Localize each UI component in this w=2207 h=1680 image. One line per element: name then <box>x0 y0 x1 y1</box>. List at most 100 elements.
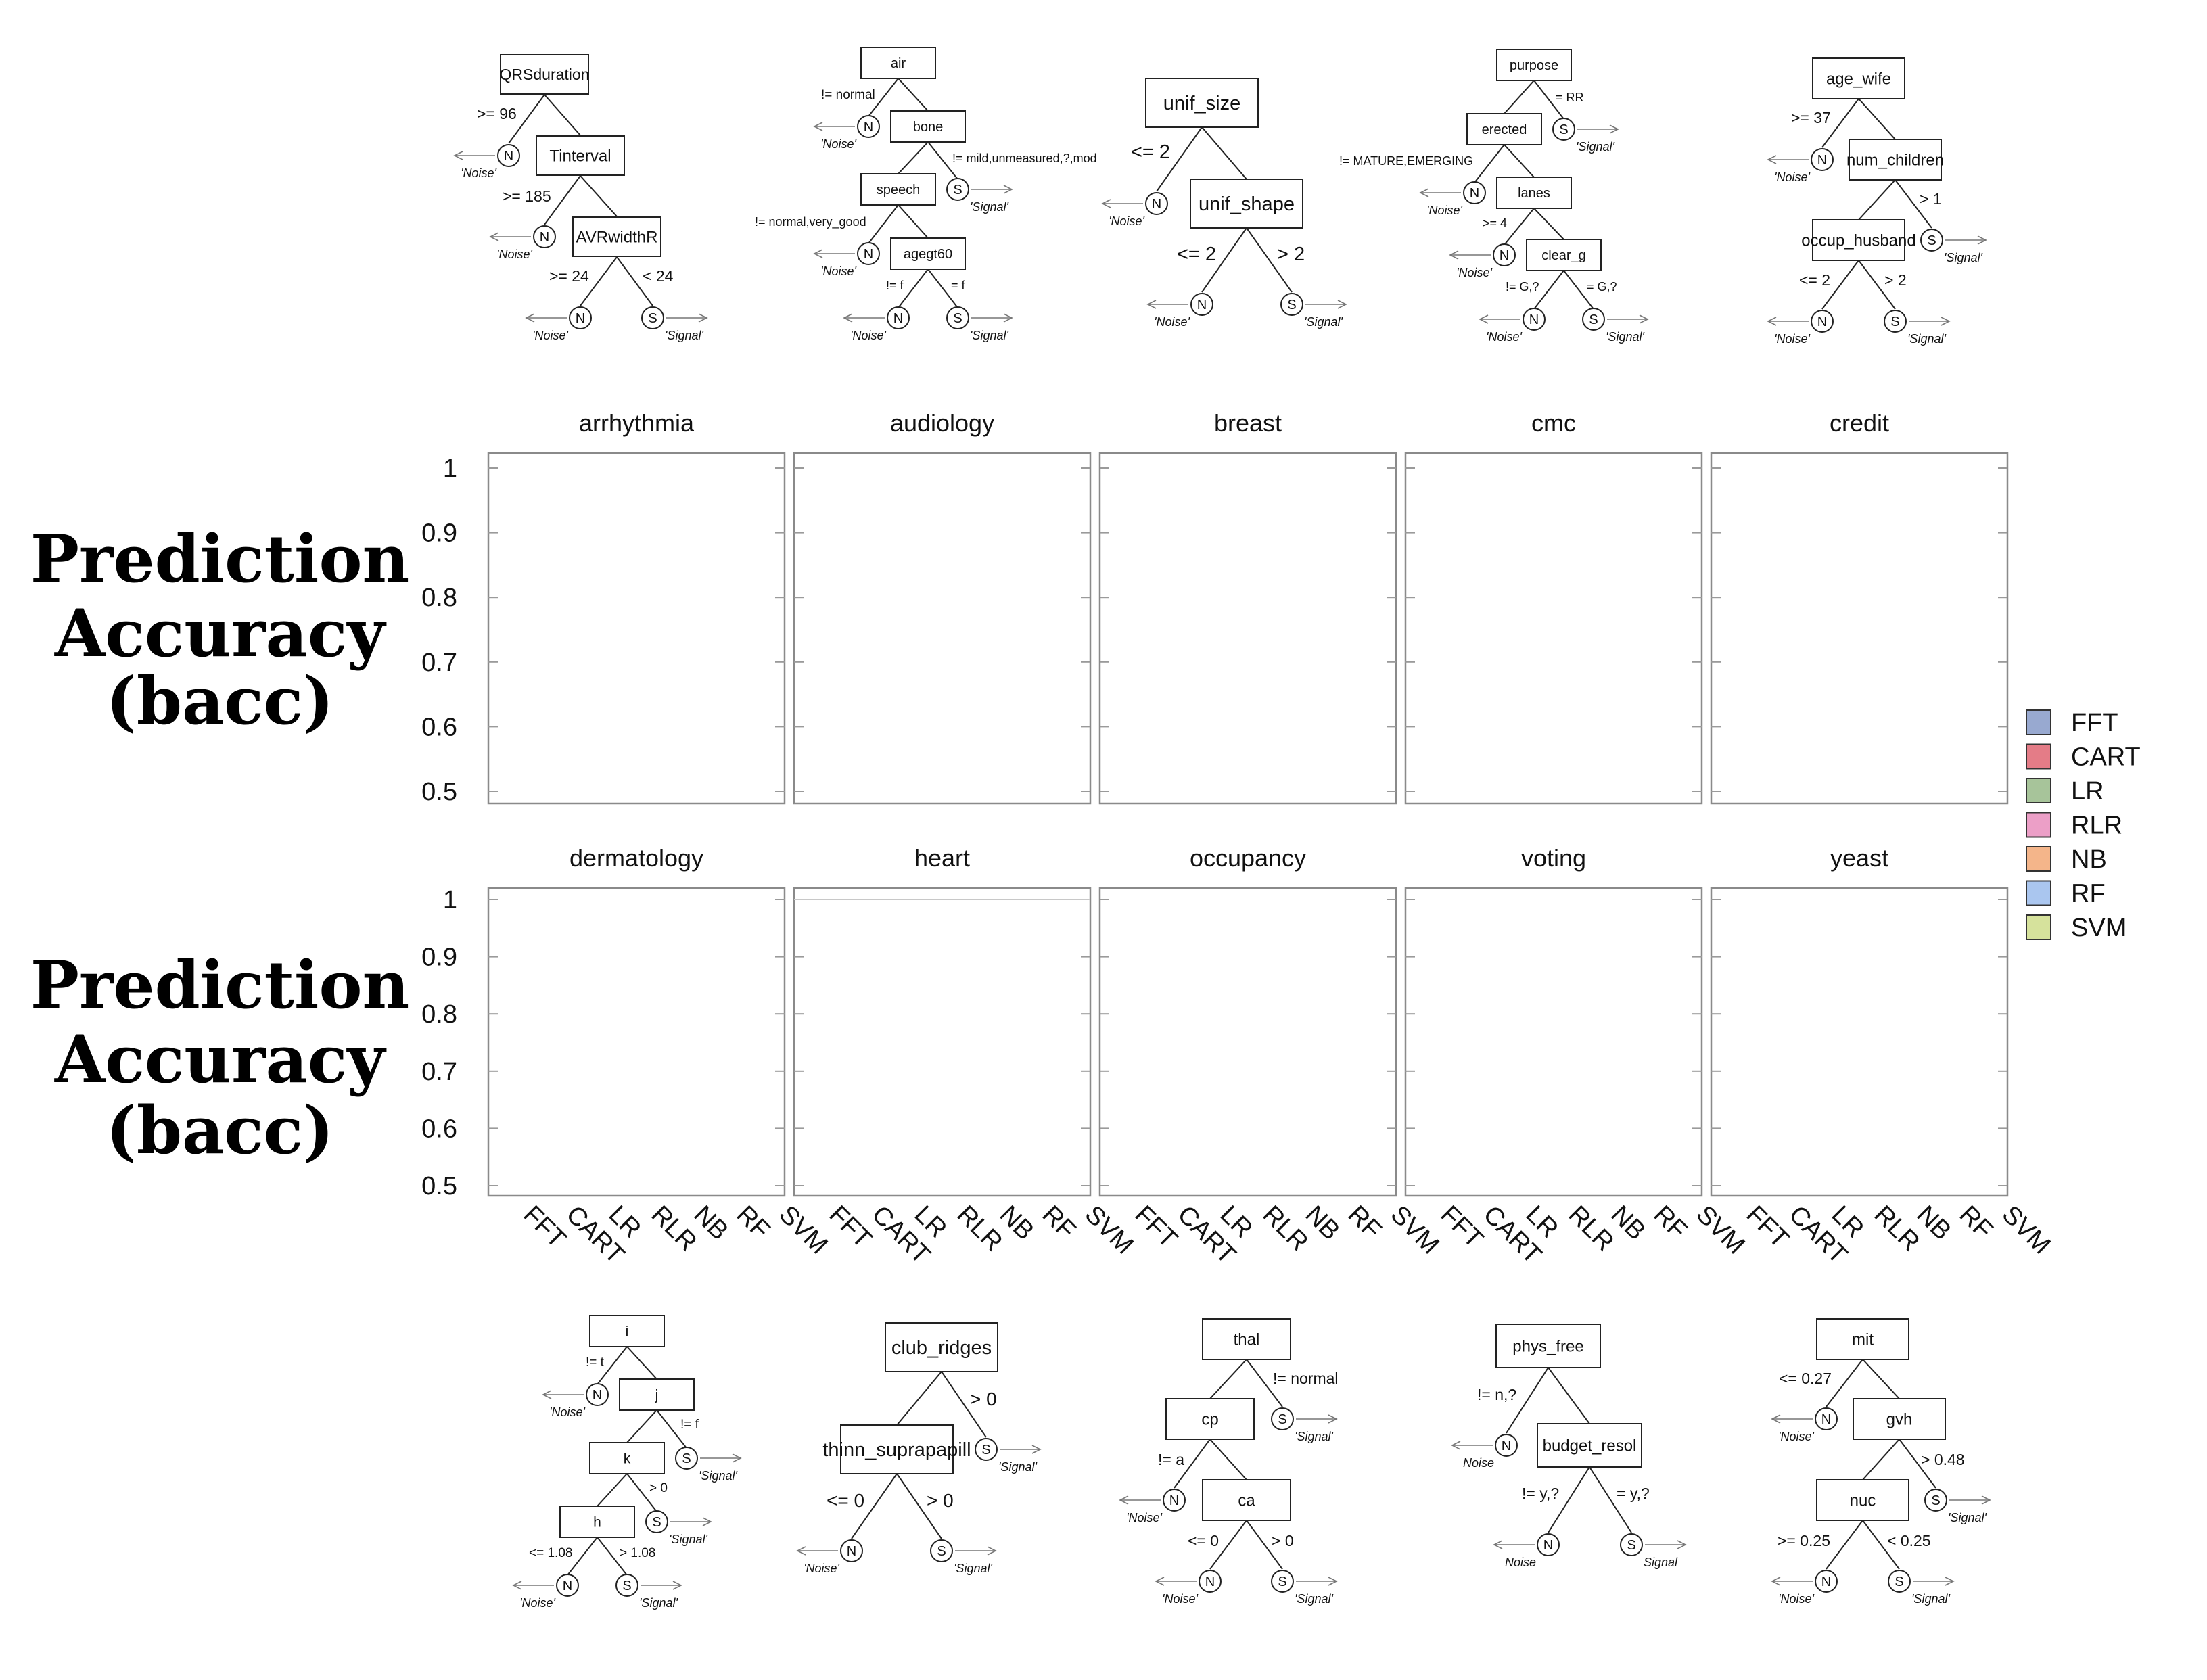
leaf-kind: N <box>1543 1538 1553 1553</box>
leaf-kind: N <box>1817 153 1827 168</box>
tree-edge <box>580 256 618 306</box>
leaf-kind: N <box>1502 1439 1511 1453</box>
leaf-kind: S <box>652 1515 661 1530</box>
leaf-circle <box>1493 243 1516 266</box>
node-label: agegt60 <box>904 247 952 262</box>
leaf-kind: S <box>682 1451 691 1466</box>
arrow-head-icon <box>1977 235 1987 245</box>
tree-leaf: N 'Noise' <box>1767 148 1834 184</box>
legend-item-rf: RF <box>2026 880 2106 908</box>
arrow-head-icon <box>1945 1577 1955 1586</box>
leaf-circle <box>641 306 664 329</box>
leaf-label: 'Noise' <box>804 1562 839 1575</box>
arrow-head-icon <box>702 1517 712 1526</box>
node-label: purpose <box>1510 58 1558 73</box>
split-label: != mild,unmeasured,?,mod <box>952 151 1097 165</box>
leaf-circle <box>1199 1570 1222 1593</box>
tree-edge <box>1174 1439 1211 1489</box>
leaf-circle <box>1884 310 1907 333</box>
leaf-label: Noise <box>1463 1456 1494 1470</box>
tree-edge <box>1895 179 1932 229</box>
panel-title: cmc <box>1531 409 1576 437</box>
split-label: <= 0.27 <box>1779 1370 1832 1387</box>
leaf-circle <box>1815 1407 1838 1430</box>
legend-item-lr: LR <box>2026 777 2104 806</box>
leaf-circle <box>1815 1570 1838 1593</box>
leaf-kind: N <box>593 1388 602 1403</box>
split-label: >= 96 <box>477 105 517 122</box>
leaf-kind: N <box>864 120 873 135</box>
tree-leaf: S'Signal' <box>1888 1570 1955 1606</box>
panel-frame <box>487 887 786 1197</box>
leaf-circle <box>615 1574 638 1597</box>
leaf-label: 'Noise' <box>1774 170 1810 184</box>
arrow-head-icon <box>987 1546 997 1556</box>
leaf-circle <box>1163 1489 1186 1512</box>
leaf-circle <box>675 1447 698 1470</box>
tree-node: ca <box>1202 1479 1291 1521</box>
ylabel-line-1: Prediction <box>30 947 410 1023</box>
tree-node: cp <box>1165 1398 1255 1440</box>
arrow-head-icon <box>453 151 463 160</box>
node-label: AVRwidthR <box>576 228 658 246</box>
tree-edge <box>1862 1520 1900 1570</box>
leaf-label: 'Noise' <box>1109 214 1144 228</box>
split-label: = RR <box>1556 91 1584 104</box>
category-label: FFT <box>1130 1200 1183 1254</box>
tree-edge <box>898 78 929 112</box>
split-label: < 24 <box>643 267 674 285</box>
panel-frame <box>1098 887 1397 1197</box>
tree-edge <box>626 1409 657 1443</box>
node-box <box>1190 179 1303 229</box>
split-label: > 0 <box>649 1481 668 1495</box>
tree-leaf: S'Signal' <box>930 1539 997 1575</box>
leaf-kind: N <box>563 1579 572 1593</box>
tree-leaf: N 'Noise' <box>796 1539 863 1575</box>
tree-leaf: N'Noise' <box>1119 1489 1186 1524</box>
tree-node: QRSduration <box>500 54 589 95</box>
leaf-circle <box>1537 1533 1560 1556</box>
leaf-circle <box>946 306 969 329</box>
category-label: RF <box>1343 1200 1387 1245</box>
arrow-head-icon <box>1101 199 1111 208</box>
arrow-head-icon <box>1767 317 1777 326</box>
tree-edge <box>1209 1439 1247 1480</box>
leaf-circle <box>645 1510 668 1533</box>
tree-edge <box>1821 260 1859 310</box>
tree-node: j <box>619 1378 695 1411</box>
tree-edge <box>1246 1520 1283 1570</box>
node-box <box>1812 219 1905 261</box>
ylabel-line-3: (bacc) <box>106 1092 333 1169</box>
leaf-kind: N <box>847 1544 856 1559</box>
split-label: != t <box>586 1355 605 1370</box>
tree-leaf: N'Noise' <box>1771 1407 1838 1443</box>
legend-swatch <box>2026 812 2051 838</box>
node-label: thinn_suprapapill <box>822 1439 971 1461</box>
leaf-circle <box>1811 148 1834 171</box>
panel-title: credit <box>1830 409 1889 437</box>
leaf-circle <box>857 242 880 265</box>
leaf-circle <box>497 144 520 167</box>
tree-edge <box>898 269 929 308</box>
split-label: > 1 <box>1920 190 1942 208</box>
split-label: != normal,very_good <box>755 215 866 229</box>
leaf-kind: N <box>893 311 903 326</box>
leaf-kind: N <box>1152 197 1161 212</box>
node-box <box>1495 1324 1601 1368</box>
leaf-kind: N <box>864 247 873 262</box>
leaf-kind: S <box>1278 1412 1286 1427</box>
arrow-head-icon <box>1419 188 1429 197</box>
split-label: != MATURE,EMERGING <box>1339 154 1473 168</box>
leaf-circle <box>1888 1570 1911 1593</box>
leaf-circle <box>975 1438 998 1461</box>
y-tick-label: 1 <box>443 886 457 914</box>
arrow-head-icon <box>1328 1414 1338 1424</box>
node-label: bone <box>913 120 944 135</box>
node-box <box>1853 1398 1946 1440</box>
tree-edge <box>597 1473 628 1507</box>
tree-edge <box>1504 144 1535 178</box>
arrow-head-icon <box>1328 1577 1338 1586</box>
node-box <box>1816 1318 1909 1360</box>
tree-leaf: N Noise <box>1451 1434 1518 1470</box>
tree-leaf: N 'Noise' <box>1101 192 1168 228</box>
